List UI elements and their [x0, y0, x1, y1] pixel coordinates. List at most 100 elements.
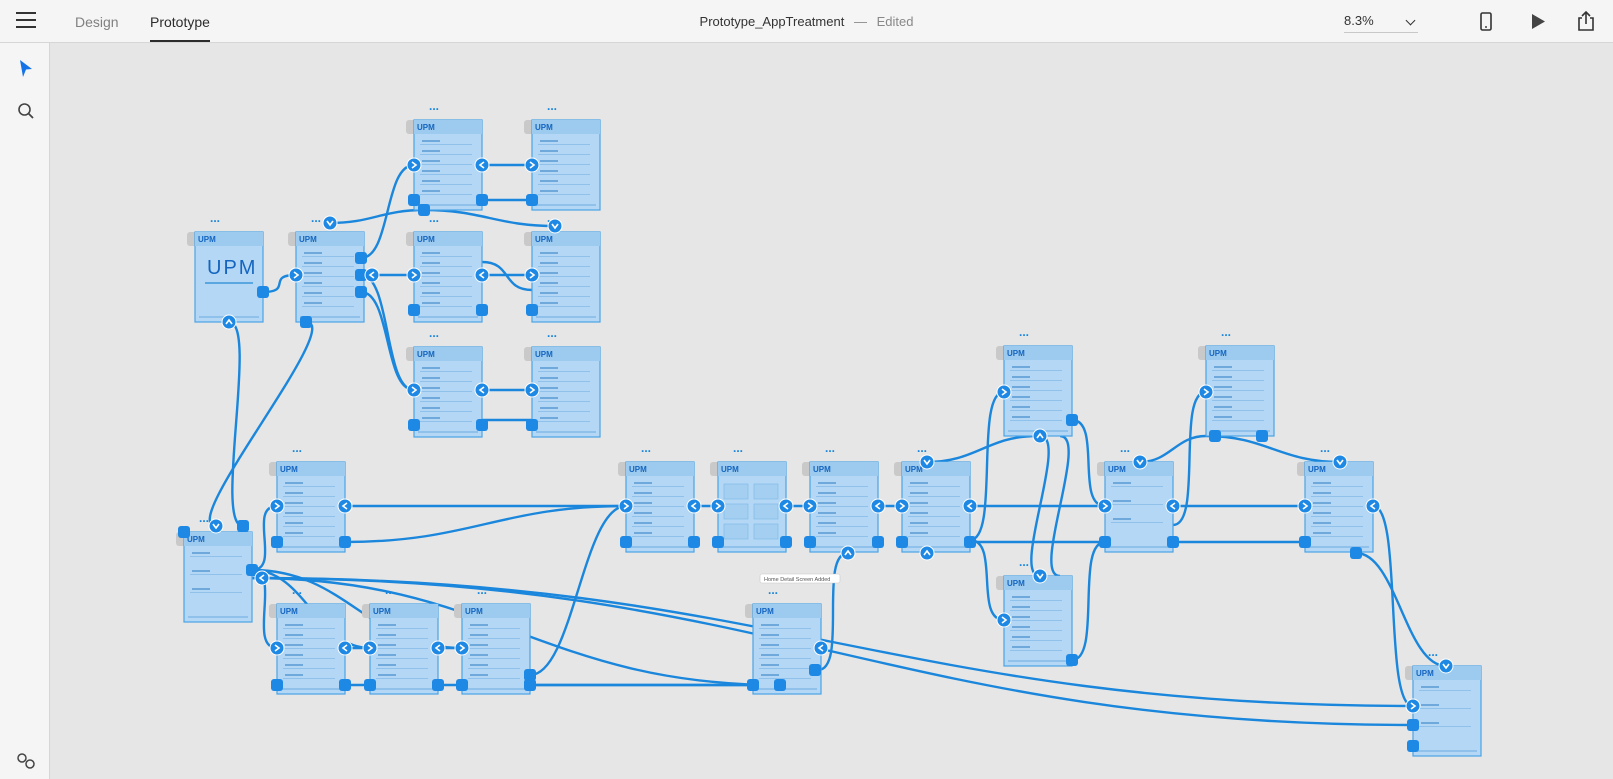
connection-tab[interactable]	[408, 419, 420, 431]
connection-tab[interactable]	[1066, 654, 1078, 666]
handle-circle[interactable]	[524, 157, 540, 173]
artboard-6[interactable]: ...UPM	[524, 211, 601, 323]
handle-square[interactable]	[432, 679, 444, 691]
artboard-2[interactable]: ...UPM	[288, 211, 365, 323]
handle-square[interactable]	[257, 286, 269, 298]
handle-circle[interactable]	[1032, 568, 1048, 584]
artboard-20[interactable]: ...UPM	[996, 325, 1073, 437]
connection-handle[interactable]	[778, 498, 794, 514]
share-icon[interactable]	[1576, 10, 1596, 32]
handle-circle[interactable]	[802, 498, 818, 514]
zoom-search-icon[interactable]	[17, 102, 35, 120]
connection-wire[interactable]	[208, 320, 314, 528]
connection-tab[interactable]	[418, 204, 430, 216]
handle-circle[interactable]	[208, 518, 224, 534]
connection-wire[interactable]	[1372, 504, 1414, 708]
connection-handle[interactable]	[870, 498, 886, 514]
hamburger-menu-icon[interactable]	[16, 12, 36, 30]
connection-tab[interactable]	[178, 526, 190, 538]
connection-tab[interactable]	[355, 286, 367, 298]
handle-square[interactable]	[804, 536, 816, 548]
artboard-menu-dots[interactable]: ...	[547, 211, 557, 225]
connection-handle[interactable]	[474, 382, 490, 398]
handle-square[interactable]	[747, 679, 759, 691]
handle-square[interactable]	[1209, 430, 1221, 442]
artboard-menu-dots[interactable]: ...	[477, 583, 487, 597]
connection-handle[interactable]	[1365, 498, 1381, 514]
handle-circle[interactable]	[547, 218, 563, 234]
select-arrow-icon[interactable]	[18, 59, 34, 79]
artboard-4[interactable]: ...UPM	[524, 99, 601, 211]
handle-square[interactable]	[246, 564, 258, 576]
handle-circle[interactable]	[474, 382, 490, 398]
connection-tab[interactable]	[1209, 430, 1221, 442]
artboard-menu-dots[interactable]: ...	[210, 211, 220, 225]
connection-handle[interactable]	[474, 157, 490, 173]
artboard-menu-dots[interactable]: ...	[1019, 555, 1029, 569]
connection-wire[interactable]	[360, 273, 415, 392]
play-icon[interactable]	[1530, 13, 1546, 30]
handle-square[interactable]	[476, 304, 488, 316]
handle-square[interactable]	[1407, 719, 1419, 731]
connection-wire[interactable]	[529, 504, 627, 677]
connection-handle[interactable]	[1198, 384, 1214, 400]
connection-wire[interactable]	[360, 290, 415, 392]
connection-handle[interactable]	[996, 384, 1012, 400]
connection-handle[interactable]	[524, 157, 540, 173]
connection-handle[interactable]	[919, 454, 935, 470]
connection-tab[interactable]	[355, 252, 367, 264]
connection-handle[interactable]	[288, 267, 304, 283]
artboard-menu-dots[interactable]: ...	[429, 326, 439, 340]
connection-handle[interactable]	[322, 215, 338, 231]
handle-circle[interactable]	[524, 382, 540, 398]
connection-handle[interactable]	[547, 218, 563, 234]
handle-square[interactable]	[339, 536, 351, 548]
tab-prototype[interactable]: Prototype	[150, 14, 210, 30]
handle-circle[interactable]	[524, 267, 540, 283]
handle-circle[interactable]	[870, 498, 886, 514]
artboard-13[interactable]: ...UPM	[454, 583, 531, 695]
handle-circle[interactable]	[254, 570, 270, 586]
connection-wire[interactable]	[1172, 390, 1207, 527]
handle-circle[interactable]	[337, 640, 353, 656]
connection-tab[interactable]	[271, 679, 283, 691]
tab-design[interactable]: Design	[75, 14, 119, 30]
artboard-menu-dots[interactable]: ...	[199, 511, 209, 525]
artboard-12[interactable]: ...UPM	[362, 583, 439, 695]
handle-square[interactable]	[271, 679, 283, 691]
connection-tab[interactable]	[408, 194, 420, 206]
connection-tab[interactable]	[339, 679, 351, 691]
artboard-menu-dots[interactable]: ...	[547, 326, 557, 340]
connection-handle[interactable]	[840, 545, 856, 561]
artboard-menu-dots[interactable]: ...	[547, 99, 557, 113]
handle-square[interactable]	[1066, 654, 1078, 666]
connection-handle[interactable]	[1405, 698, 1421, 714]
artboard-frame[interactable]	[1412, 665, 1482, 757]
artboard-menu-dots[interactable]: ...	[1019, 325, 1029, 339]
connection-handle[interactable]	[1332, 454, 1348, 470]
artboard-menu-dots[interactable]: ...	[917, 441, 927, 455]
artboard-3[interactable]: ...UPM	[406, 99, 483, 211]
artboard-19[interactable]: ...UPM	[1297, 441, 1374, 553]
handle-circle[interactable]	[474, 157, 490, 173]
connection-tab[interactable]	[364, 679, 376, 691]
artboard-menu-dots[interactable]: ...	[429, 211, 439, 225]
connection-handle[interactable]	[1032, 428, 1048, 444]
handle-circle[interactable]	[221, 314, 237, 330]
connection-wire[interactable]	[926, 434, 1038, 464]
artboard-7[interactable]: ...UPM	[406, 326, 483, 438]
connection-handle[interactable]	[269, 498, 285, 514]
artboard-menu-dots[interactable]: ...	[768, 583, 778, 597]
handle-circle[interactable]	[474, 267, 490, 283]
connection-wire[interactable]	[251, 504, 278, 572]
artboard-5[interactable]: ...UPM	[406, 211, 483, 323]
artboard-14[interactable]: ...UPM	[618, 441, 695, 553]
connection-wire[interactable]	[344, 504, 627, 544]
connection-handle[interactable]	[362, 640, 378, 656]
zoom-dropdown[interactable]: 8.3%	[1344, 10, 1418, 33]
handle-circle[interactable]	[778, 498, 794, 514]
artboard-8[interactable]: ...UPM	[524, 326, 601, 438]
connection-handle[interactable]	[524, 382, 540, 398]
connection-handle[interactable]	[962, 498, 978, 514]
handle-circle[interactable]	[1438, 658, 1454, 674]
